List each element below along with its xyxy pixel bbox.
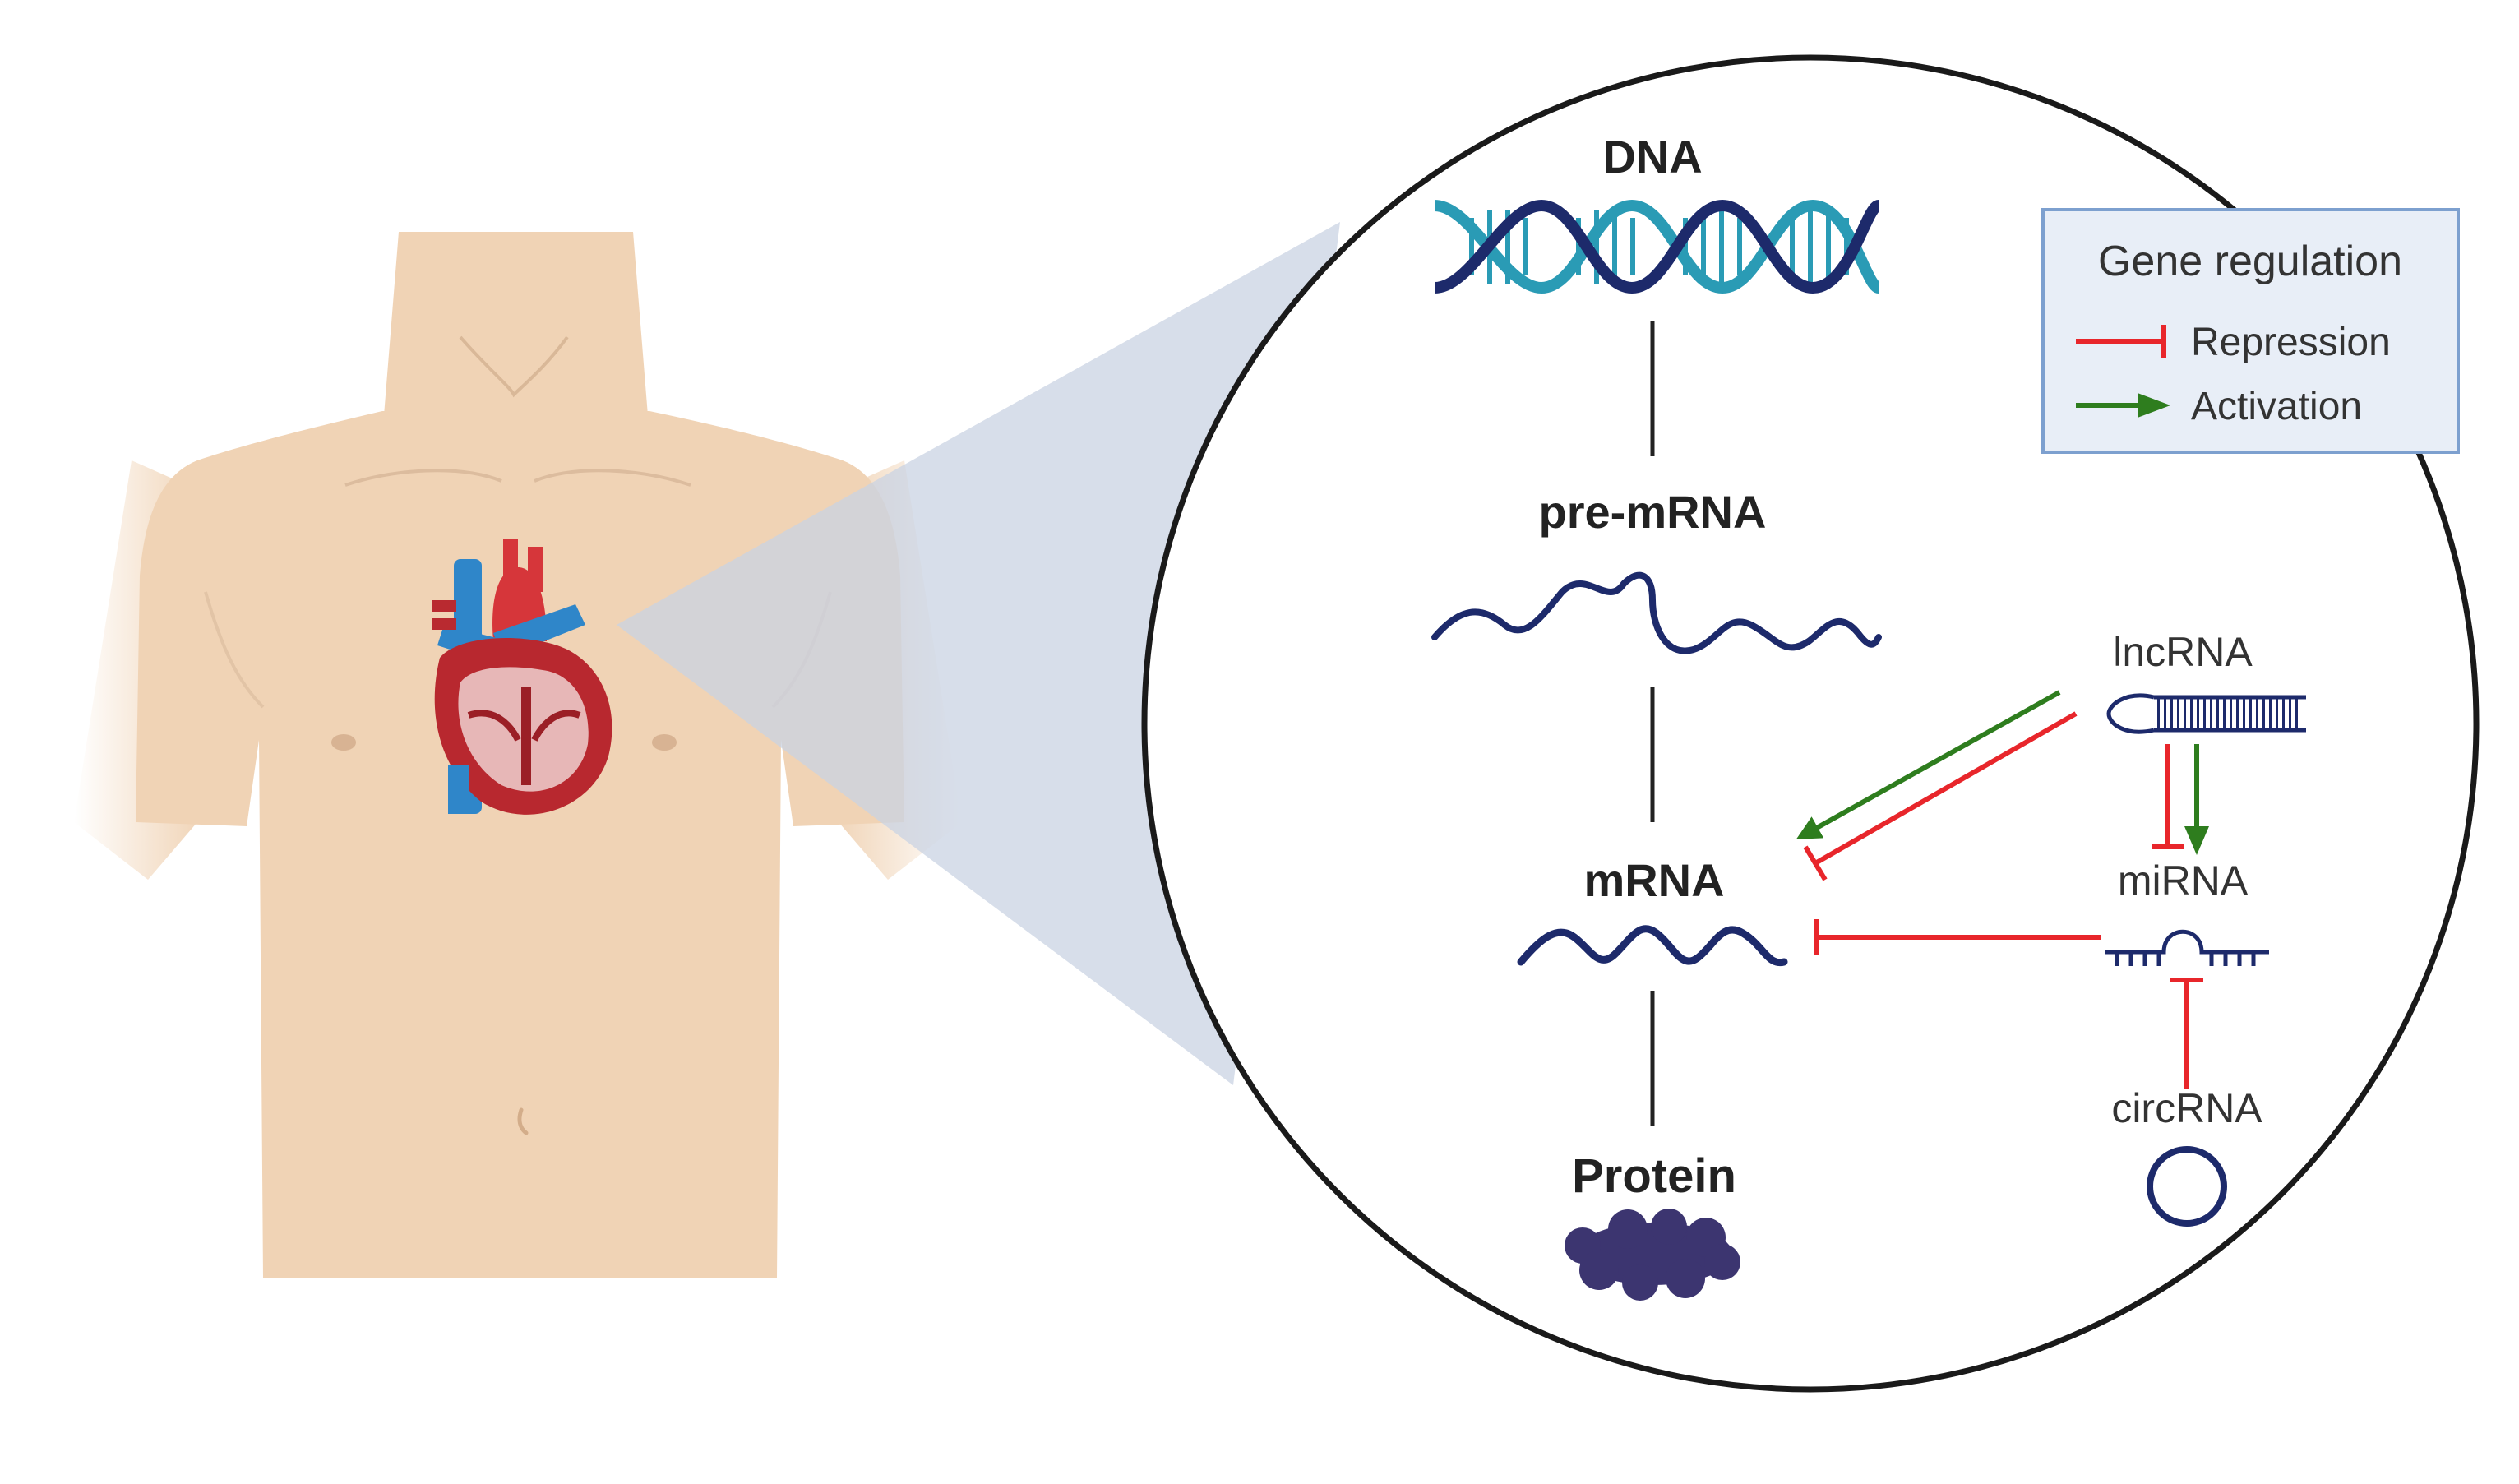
mirna-represses-mrna-arrow (1814, 919, 2101, 955)
lncrna-represses-mrna-arrow (1803, 711, 2078, 881)
legend: Gene regulation Repression Activation (2041, 208, 2460, 454)
circrna-represses-mirna-arrow (2170, 978, 2203, 1089)
heart-icon (432, 539, 612, 815)
pre-mrna-label: pre-mRNA (1539, 486, 1767, 538)
dna-double-helix-icon (1434, 199, 1881, 294)
lncrna-label: lncRNA (2113, 629, 2253, 675)
pre-mrna-strand-icon (1431, 571, 1882, 654)
mirna-icon (2105, 929, 2269, 966)
lncrna-hairpin-icon (2106, 693, 2306, 734)
lncrna-represses-mirna-arrow (2152, 744, 2184, 849)
mirna-label: miRNA (2118, 858, 2249, 904)
mrna-strand-icon (1517, 925, 1788, 967)
circrna-label: circRNA (2111, 1085, 2262, 1131)
central-dogma: DNA (1431, 131, 1882, 1301)
legend-activation-label: Activation (2191, 385, 2362, 428)
mrna-label: mRNA (1583, 854, 1724, 906)
protein-blob-icon (1565, 1209, 1740, 1301)
protein-label: Protein (1572, 1149, 1736, 1203)
legend-activation-symbol (2076, 393, 2170, 418)
circrna-ring-icon (2147, 1146, 2227, 1227)
lncrna-activates-mirna-arrow (2184, 744, 2209, 855)
legend-title: Gene regulation (2098, 238, 2402, 285)
regulatory-arrows (1796, 690, 2209, 1089)
legend-repression-symbol (2076, 325, 2166, 358)
legend-repression-label: Repression (2191, 321, 2391, 364)
dna-label: DNA (1602, 131, 1702, 183)
ncrna-regulators: lncRNA miRNA circRNA (2105, 629, 2306, 1227)
lncrna-activates-mrna-arrow (1796, 690, 2061, 839)
